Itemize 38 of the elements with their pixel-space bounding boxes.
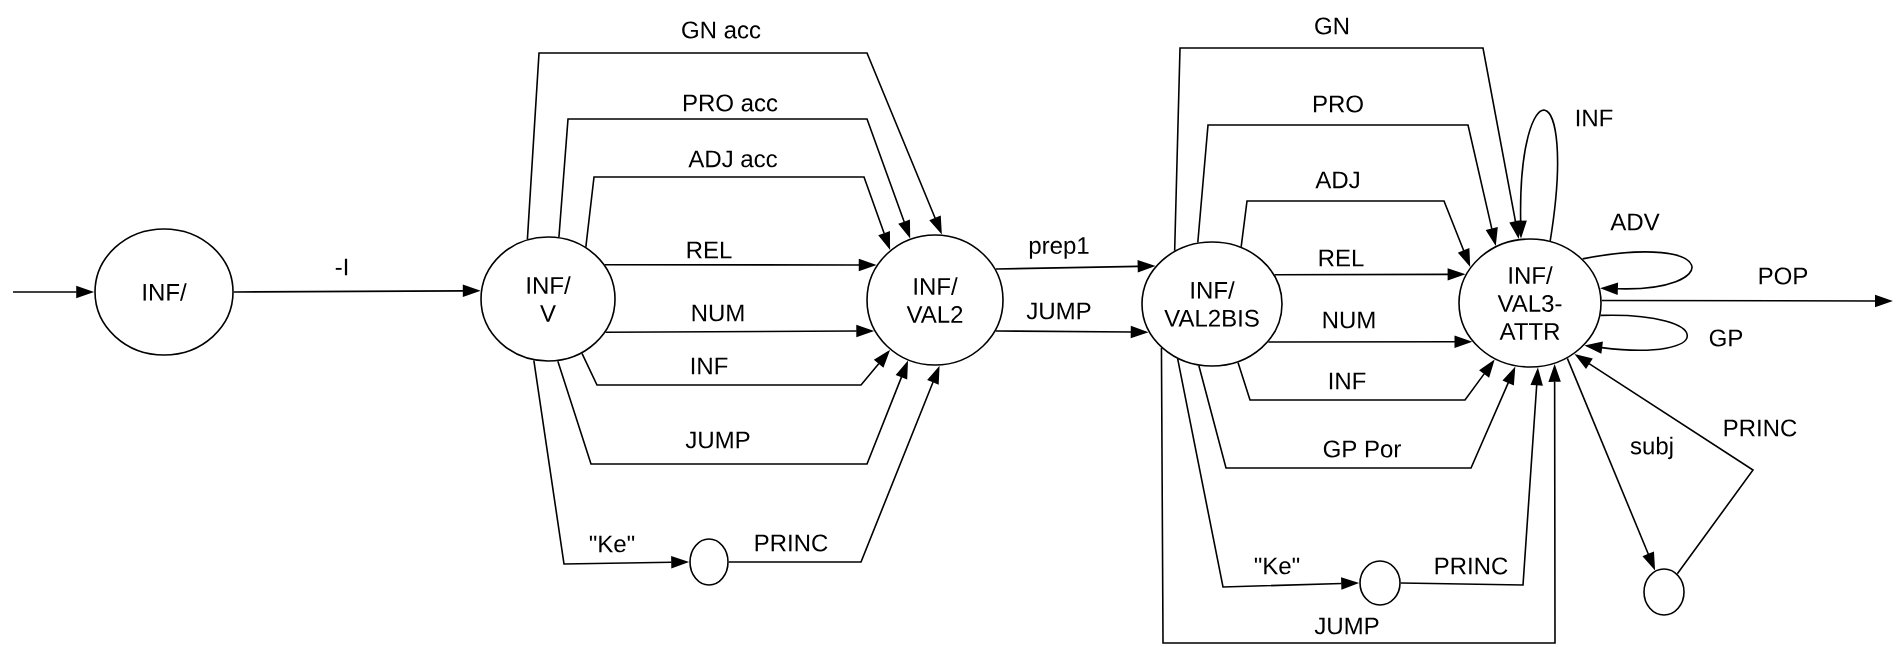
arrow: [1160, 347, 1561, 644]
edge-label: PRO: [1310, 93, 1366, 115]
edge-label: PRO acc: [680, 92, 781, 114]
edge-label: POP: [1755, 265, 1811, 287]
edge-label: "Ke": [586, 533, 638, 555]
edge-label: PRINC: [751, 532, 831, 554]
edge-label: JUMP: [683, 429, 753, 451]
edge-label: REL: [683, 239, 735, 261]
arrow: [526, 52, 942, 240]
edge-label: INF: [687, 355, 731, 377]
state-circle: [689, 538, 729, 586]
arrow: [1198, 364, 1516, 469]
arrow: [557, 360, 908, 465]
edge-label: ADV: [1608, 211, 1662, 233]
edge-label: INF: [1572, 107, 1616, 129]
edge-label: NUM: [688, 302, 748, 324]
edge-label: GP Por: [1320, 438, 1404, 460]
edge-label: "Ke": [1251, 555, 1303, 577]
edge-label: REL: [1315, 247, 1367, 269]
edge-label: prep1: [1026, 235, 1092, 261]
state-circle: [1359, 560, 1401, 606]
edge-label: NUM: [1319, 309, 1379, 331]
edge-label: ADJ: [1313, 169, 1363, 191]
edge-label: ADJ acc: [686, 148, 780, 170]
edge-label: GN: [1312, 15, 1352, 37]
edge-label: GP: [1706, 327, 1746, 349]
loop-arrow: [1581, 251, 1693, 295]
loop-arrow: [1514, 109, 1559, 242]
state-circle: [1643, 568, 1685, 616]
edge-label: JUMP: [1312, 615, 1382, 637]
edge-label: -I: [332, 256, 352, 278]
edge-label: subj: [1628, 434, 1676, 462]
edge-label: PRINC: [1431, 555, 1511, 577]
edge-label: GN acc: [679, 19, 763, 41]
edge-label: INF: [1325, 370, 1369, 392]
edge-label: PRINC: [1720, 417, 1800, 439]
arrow: [1173, 47, 1522, 252]
edge-label: JUMP: [1024, 300, 1094, 322]
